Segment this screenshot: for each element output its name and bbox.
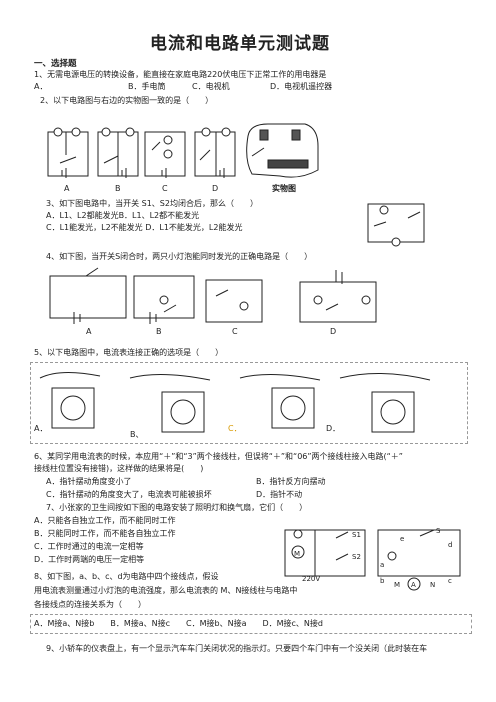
q6-option-d: D．指针不动 (256, 490, 303, 499)
q8-label-ammeter: A (411, 581, 416, 589)
q3-stem: 3、如下图电路中，当开关 S1、S2均闭合后，那么（ ） (46, 199, 258, 208)
q4-label-a: A (86, 327, 92, 336)
q2-circuit-d (194, 127, 236, 178)
q6-option-a: A．指针摆动角度变小了 (46, 477, 132, 486)
q2-circuit-a (47, 127, 89, 178)
q2-label-d: D (212, 184, 219, 193)
q2-stem: 2、以下电路图与右边的实物图一致的是（ ） (40, 96, 214, 105)
q5-label-b: B、 (130, 430, 144, 439)
q1-stem: 1、无需电源电压的转换设备，能直接在家庭电路220伏电压下正常工作的用电器是 (34, 70, 327, 79)
q2-photo-label: 实物图 (272, 184, 296, 193)
q6-option-b: B．指针反方向摆动 (256, 477, 326, 486)
q8-options-box (30, 614, 472, 634)
q7-option-d: D．工作时两端的电压一定相等 (34, 555, 145, 564)
q2-label-b: B (115, 184, 121, 193)
q1-option-d: D．电视机遥控器 (270, 82, 333, 91)
q8-label-s: S (436, 527, 441, 535)
q8-label-n: N (430, 581, 436, 589)
q8-stem-line3: 各接线点的连接关系为（ ） (34, 600, 146, 609)
q4-circuit-a (49, 267, 127, 324)
q4-label-c: C (232, 327, 238, 336)
q1-option-a: A． (34, 82, 48, 91)
q7-option-a: A．只能各自独立工作，而不能同时工作 (34, 516, 176, 525)
q5-figures (39, 372, 431, 433)
q4-label-b: B (156, 327, 162, 336)
q7-option-b: B．只能同时工作，而不能各自独立工作 (34, 529, 176, 538)
q8-label-e: e (400, 535, 405, 543)
q7-s2-label: S2 (352, 553, 361, 561)
page-title: 电流和电路单元测试题 (150, 34, 330, 54)
q6-option-c: C．指针摆动的角度变大了，电流表可能被损坏 (46, 490, 212, 499)
q8-label-a: a (380, 561, 385, 569)
section-heading: 一、选择题 (34, 59, 77, 69)
q4-circuit-c (205, 279, 263, 323)
q4-circuit-b (133, 275, 195, 324)
q6-stem-line2: 接线柱位置没有接错)，这样做的结果将是( ) (34, 464, 204, 473)
q2-circuit-c (144, 131, 186, 178)
q7-option-c: C．工作时通过的电流一定相等 (34, 542, 144, 551)
q1-option-c: C．电视机 (192, 82, 230, 91)
q3-circuit (367, 203, 425, 247)
q2-circuit-b (97, 127, 139, 178)
q8-stem-line1: 8、如下图，a、b、c、d为电路中四个接线点，假设 (34, 572, 219, 581)
q7-stem: 7、小张家的卫生间按如下图的电路安装了照明灯和换气扇，它们（ ） (46, 503, 308, 512)
q8-options: A．M接a、N接b B．M接a、N接c C．M接b、N接a D．M接c、N接d (34, 619, 323, 628)
q2-photo (246, 123, 319, 178)
q5-label-a: A． (34, 424, 48, 433)
q5-label-c: C． (228, 424, 242, 433)
q8-label-d: d (448, 541, 453, 549)
q2-label-c: C (162, 184, 168, 193)
q4-circuit-d (299, 270, 377, 323)
q5-figure-box (30, 362, 468, 444)
q4-label-d: D (330, 327, 337, 336)
q8-stem-line2: 用电流表测量通过小灯泡的电流强度，那么电流表的 M、N接线柱与电路中 (34, 586, 298, 595)
q7-s1-label: S1 (352, 531, 361, 539)
q8-label-c: c (448, 577, 452, 585)
q1-option-b: B．手电筒 (128, 82, 166, 91)
q4-stem: 4、如下图，当开关S闭合时，两只小灯泡能同时发光的正确电路是（ ） (46, 252, 313, 261)
q8-label-b: b (380, 577, 385, 585)
q5-stem: 5、以下电路图中，电流表连接正确的选项是（ ） (34, 348, 224, 357)
q7-voltage-label: 220V (302, 575, 321, 583)
q3-options-cd: C．L1能发光，L2不能发光 D．L1不能发光，L2能发光 (46, 223, 243, 232)
q5-label-d: D． (326, 424, 341, 433)
q2-label-a: A (64, 184, 70, 193)
q3-options-ab: A．L1、L2都能发光B．L1、L2都不能发光 (46, 211, 200, 220)
q8-label-m: M (394, 581, 401, 589)
q7-circuit (284, 529, 366, 577)
q7-motor-label: M (294, 550, 301, 558)
q6-stem-line1: 6、某同学用电流表的时候，本应用“＋”和“3”两个接线柱，但误将“＋”和“06”… (34, 452, 403, 461)
q9-stem: 9、小轿车的仪表盘上，有一个显示汽车车门关闭状况的指示灯。只要四个车门中有一个没… (46, 644, 428, 653)
q8-circuit (377, 529, 461, 591)
